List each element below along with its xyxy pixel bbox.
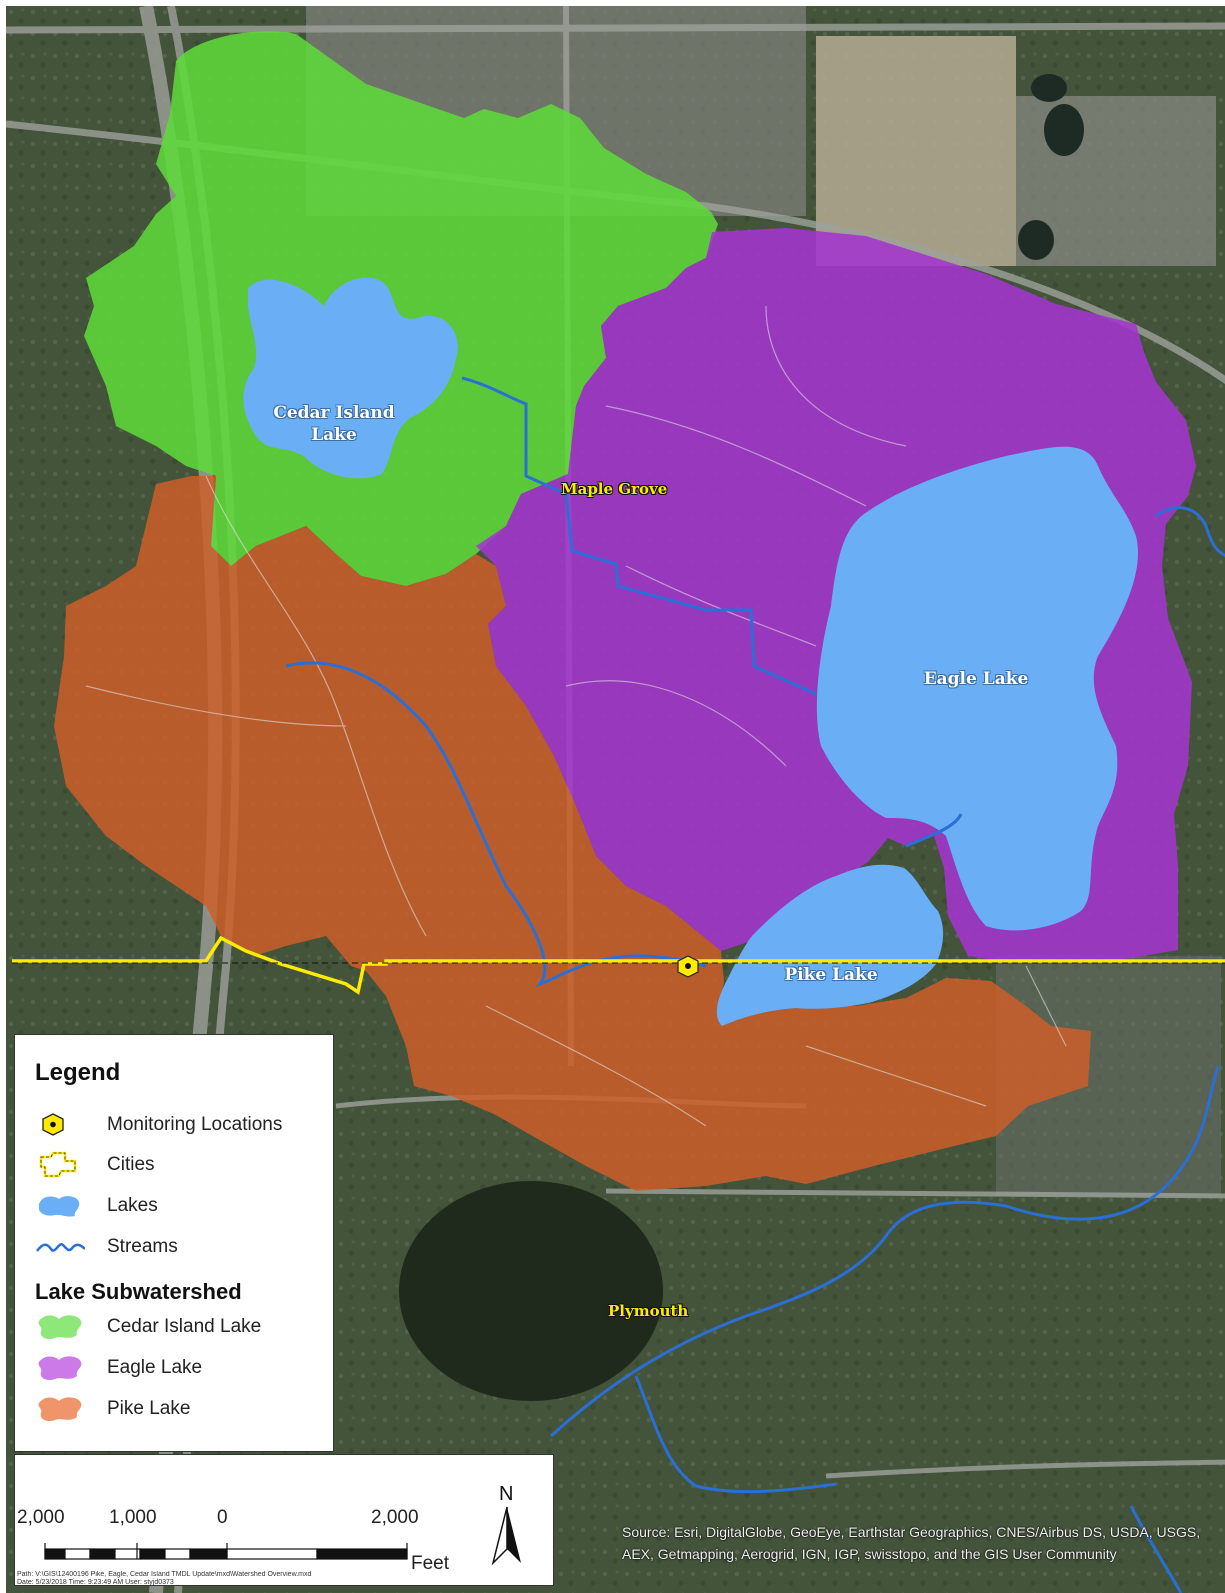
subbasin-boundaries xyxy=(85,305,1067,1127)
north-label: N xyxy=(499,1483,514,1505)
legend-item-pike-lake: Pike Lake xyxy=(35,1393,325,1423)
north-arrow-icon xyxy=(491,1506,521,1566)
eagle-lake-label: Eagle Lake xyxy=(923,669,1029,689)
legend-item-cedar-island-lake: Cedar Island Lake xyxy=(35,1311,325,1341)
pike-subwatershed[interactable] xyxy=(54,476,1091,1191)
legend-label: Streams xyxy=(107,1236,178,1257)
monitoring-location-icon xyxy=(42,1113,64,1136)
pond-northeast xyxy=(1044,104,1084,156)
cedar-island-lake[interactable] xyxy=(243,277,458,479)
legend-label: Cedar Island Lake xyxy=(107,1316,262,1337)
cedar-island-lake-label: Cedar Island Lake xyxy=(273,403,395,445)
pond-east xyxy=(1018,220,1054,260)
file-path: Path: V:\GIS\12400196 Pike, Eagle, Cedar… xyxy=(17,1571,312,1578)
legend-item-lakes: Lakes xyxy=(35,1190,325,1220)
maple-grove-label: Maple Grove xyxy=(561,480,668,498)
scale-tick-label: 0 xyxy=(217,1507,228,1528)
legend-item-monitoring-locations: Monitoring Locations xyxy=(35,1109,325,1139)
legend-panel: Legend Monitoring Locations Cities Lakes xyxy=(14,1034,334,1452)
legend-title: Legend xyxy=(35,1059,121,1086)
monitoring-location[interactable] xyxy=(677,955,699,978)
plymouth-label: Plymouth xyxy=(608,1302,689,1320)
eagle-lake[interactable] xyxy=(816,446,1138,931)
legend-label: Pike Lake xyxy=(107,1398,191,1419)
eagle-subwatershed-icon xyxy=(38,1356,82,1381)
pike-subwatershed-icon xyxy=(38,1397,82,1422)
scale-tick-label: 2,000 xyxy=(17,1507,65,1528)
legend-item-eagle-lake: Eagle Lake xyxy=(35,1352,325,1382)
legend-label: Monitoring Locations xyxy=(107,1114,283,1135)
file-date: Date: 5/23/2018 Time: 9:23:49 AM User: s… xyxy=(17,1579,174,1586)
legend-item-streams: Streams xyxy=(35,1231,325,1261)
pond-north xyxy=(1031,74,1067,102)
streams xyxy=(285,376,1225,1593)
scale-bar xyxy=(44,1543,408,1560)
legend-label: Lakes xyxy=(107,1195,158,1216)
lake-icon xyxy=(39,1196,80,1217)
scale-tick-label: 2,000 xyxy=(371,1507,419,1528)
pike-lake-label: Pike Lake xyxy=(784,965,878,985)
pike-lake[interactable] xyxy=(716,864,944,1026)
file-path-text: Path: V:\GIS\12400196 Pike, Eagle, Cedar… xyxy=(17,1571,553,1587)
legend-label: Eagle Lake xyxy=(107,1357,203,1378)
city-boundary-icon xyxy=(39,1151,77,1178)
stream-icon xyxy=(36,1243,85,1252)
legend-label: Cities xyxy=(107,1154,155,1175)
scale-unit: Feet xyxy=(411,1553,450,1574)
legend-item-cities: Cities xyxy=(35,1149,325,1179)
map-canvas[interactable] xyxy=(6,6,1225,1593)
cedar-island-subwatershed[interactable] xyxy=(84,31,718,587)
scale-tick-label: 1,000 xyxy=(109,1507,157,1528)
cedar-island-subwatershed-icon xyxy=(38,1315,82,1340)
legend-subtitle: Lake Subwatershed xyxy=(35,1279,242,1304)
plymouth-lake-imagery xyxy=(399,1181,663,1401)
construction-area-northeast xyxy=(816,36,1016,266)
imagery-credits: Source: Esri, DigitalGlobe, GeoEye, Eart… xyxy=(622,1524,1201,1562)
scale-bar-panel: 2,000 1,000 0 2,000 Feet N xyxy=(14,1454,554,1586)
